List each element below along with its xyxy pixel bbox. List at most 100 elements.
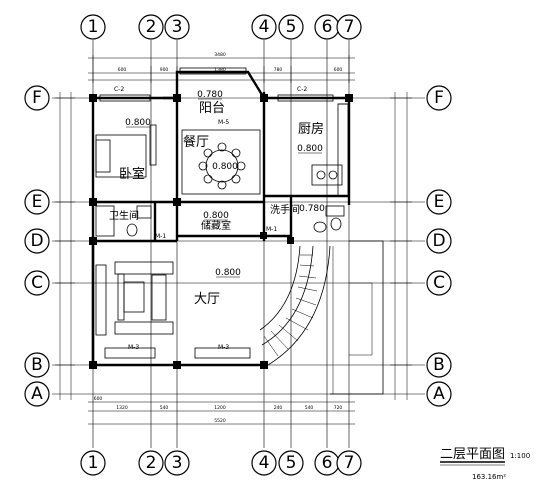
dim-top-seg-2: 900: [160, 67, 169, 73]
svg-text:4: 4: [259, 17, 270, 37]
bottom-axis-bubbles: 1 2 3 4 5 6 7: [80, 450, 362, 476]
axis-bubble-D-right: D: [426, 228, 452, 254]
svg-text:D: D: [30, 231, 43, 251]
svg-text:C: C: [31, 273, 43, 293]
elev-dining: 0.800: [212, 162, 238, 172]
title-area: 163.16m²: [472, 473, 506, 481]
dim-bottom-seg-1: 600: [94, 396, 103, 402]
dim-bottom-overall: 5520: [214, 418, 226, 424]
svg-text:3: 3: [172, 453, 183, 473]
axis-bubble-7-top: 7: [336, 14, 362, 40]
elevation-marks: 0.780 0.800 0.800 0.800 0.800 0.780 0.80…: [125, 90, 325, 278]
room-label-dining: 餐厅: [183, 134, 209, 150]
svg-text:1: 1: [88, 453, 99, 473]
room-label-washroom: 洗手间: [270, 203, 300, 216]
spiral-staircase: [259, 245, 331, 366]
title-main: 二层平面图: [440, 447, 505, 462]
axis-bubble-6-top: 6: [314, 14, 340, 40]
elev-hall: 0.800: [215, 268, 241, 278]
tag-door-m1-a: M-1: [155, 233, 166, 240]
svg-text:1: 1: [88, 17, 99, 37]
dim-bottom-seg-5: 240: [274, 405, 283, 411]
washroom-fixtures: [313, 205, 345, 233]
drawing-title: 二层平面图 1:100 163.16m²: [440, 447, 530, 481]
axis-bubble-C-right: C: [426, 270, 452, 296]
svg-text:6: 6: [322, 17, 333, 37]
dim-top-seg-1: 600: [118, 67, 127, 73]
axis-bubble-3-top: 3: [164, 14, 190, 40]
elev-storage: 0.800: [203, 211, 229, 221]
axis-bubble-1-bottom: 1: [80, 450, 106, 476]
dim-top-overall: 3480: [214, 52, 226, 58]
dim-bottom-seg-6: 540: [305, 405, 314, 411]
svg-text:F: F: [32, 88, 42, 108]
right-terrace: [330, 240, 384, 395]
interior-walls: [93, 98, 349, 243]
svg-text:E: E: [32, 192, 43, 212]
room-label-bathroom: 卫生间: [109, 209, 139, 222]
tag-door-m3-a: M-3: [128, 344, 139, 351]
tag-window-c2-right: C-2: [297, 86, 307, 93]
dim-bottom-seg-4: 1200: [214, 405, 226, 411]
svg-text:7: 7: [344, 17, 355, 37]
axis-bubble-B-right: B: [426, 352, 452, 378]
axis-bubble-D-left: D: [24, 228, 50, 254]
title-scale: 1:100: [510, 452, 530, 460]
axis-bubble-F-left: F: [24, 85, 50, 111]
svg-text:3: 3: [172, 17, 183, 37]
svg-text:7: 7: [344, 453, 355, 473]
axis-bubble-2-top: 2: [138, 14, 164, 40]
axis-bubble-7-bottom: 7: [336, 450, 362, 476]
tag-door-m5: M-5: [218, 119, 229, 126]
svg-text:2: 2: [146, 453, 157, 473]
axis-bubble-E-right: E: [426, 189, 452, 215]
room-labels: 阳台 餐厅 厨房 卧室 卫生间 储藏室 洗手间 大厅: [109, 101, 324, 307]
axis-bubble-C-left: C: [24, 270, 50, 296]
axis-bubble-5-top: 5: [278, 14, 304, 40]
svg-text:6: 6: [322, 453, 333, 473]
axis-bubble-1-top: 1: [80, 14, 106, 40]
sofa-set: [95, 261, 174, 336]
right-axis-bubbles: F E D C B A: [426, 85, 452, 407]
axis-bubble-4-bottom: 4: [251, 450, 277, 476]
left-axis-bubbles: F E D C B A: [24, 85, 50, 407]
room-label-balcony: 阳台: [199, 101, 225, 116]
top-axis-bubbles: 1 2 3 4 5 6 7: [80, 14, 362, 40]
dim-bottom-seg-3: 540: [160, 405, 169, 411]
svg-text:A: A: [31, 384, 43, 404]
axis-bubble-4-top: 4: [251, 14, 277, 40]
axis-bubble-A-right: A: [426, 381, 452, 407]
svg-text:B: B: [31, 355, 43, 375]
top-dimension-lines: 3480 600 900 1380 780 600: [88, 52, 355, 83]
elev-balcony: 0.780: [197, 90, 223, 100]
room-label-bedroom: 卧室: [119, 166, 145, 182]
elev-washroom: 0.780: [299, 204, 325, 214]
svg-text:4: 4: [259, 453, 270, 473]
dim-bottom-seg-2: 1320: [116, 405, 128, 411]
structural-columns: [89, 94, 353, 369]
dim-top-seg-3: 1380: [214, 67, 226, 73]
axis-bubble-2-bottom: 2: [138, 450, 164, 476]
bathroom-fixtures: [95, 205, 152, 237]
room-label-hall: 大厅: [194, 292, 220, 307]
opening-tags: C-2 C-2 M-5 M-1 M-1 M-3 M-3: [114, 86, 307, 351]
tag-door-m1-b: M-1: [266, 226, 277, 233]
axis-bubble-3-bottom: 3: [164, 450, 190, 476]
svg-text:A: A: [433, 384, 445, 404]
dining-table: [181, 129, 261, 195]
svg-text:E: E: [434, 192, 445, 212]
top-windows: [99, 67, 334, 102]
svg-text:2: 2: [146, 17, 157, 37]
axis-bubble-6-bottom: 6: [314, 450, 340, 476]
svg-text:5: 5: [286, 17, 297, 37]
room-label-kitchen: 厨房: [298, 121, 324, 137]
horizontal-axis-lines: [52, 97, 425, 395]
front-doors: [104, 347, 251, 359]
axis-bubble-E-left: E: [24, 189, 50, 215]
tag-door-m3-b: M-3: [218, 344, 229, 351]
dim-top-seg-5: 600: [334, 67, 343, 73]
axis-bubble-5-bottom: 5: [278, 450, 304, 476]
kitchen-counter: [311, 103, 350, 197]
room-label-storage: 储藏室: [201, 219, 231, 232]
